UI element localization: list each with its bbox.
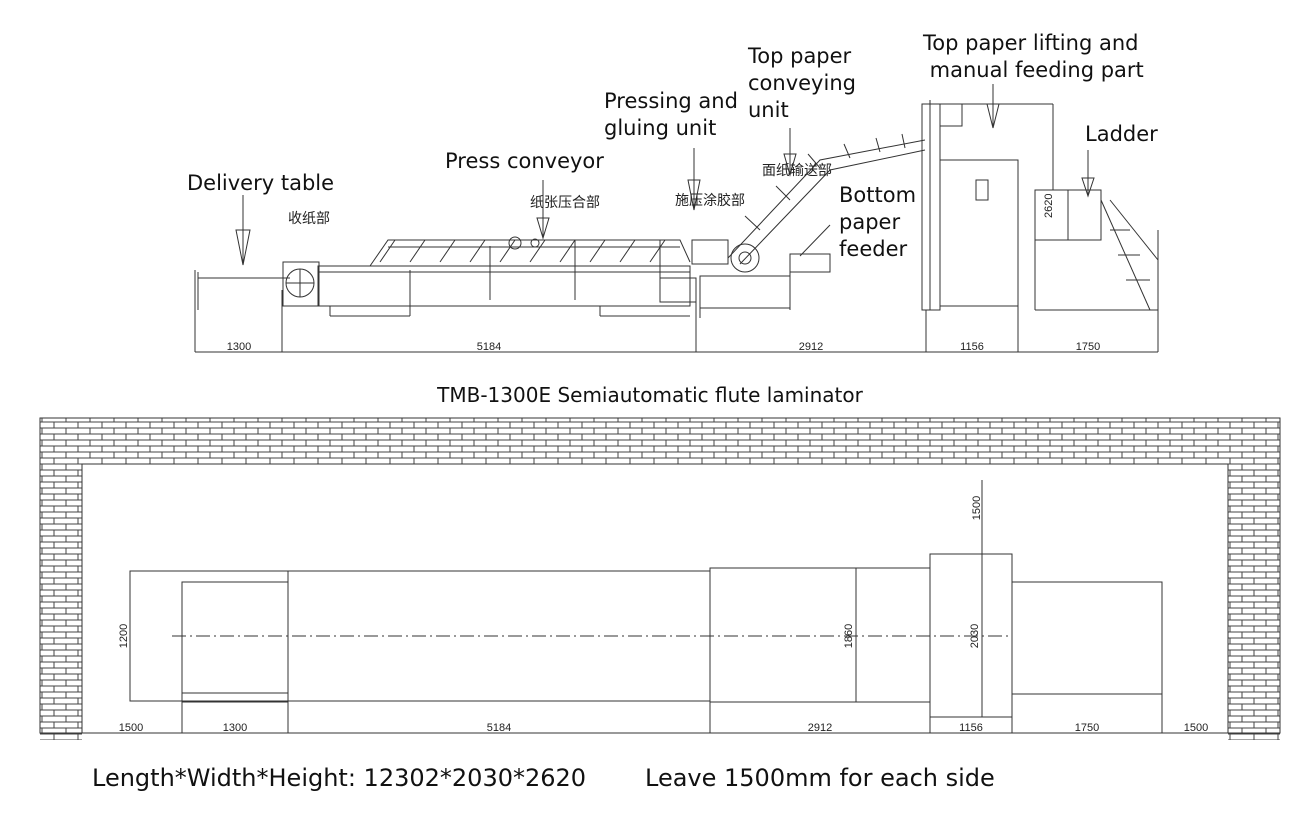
plan-dim-label: 2912 xyxy=(808,722,832,734)
side-height-label: 2620 xyxy=(1043,194,1055,218)
ladder-label: Ladder xyxy=(1085,122,1158,146)
plan-dim-label: 1500 xyxy=(1184,722,1208,734)
plan-dim-label: 1750 xyxy=(1075,722,1099,734)
plan-vdim-label: 2030 xyxy=(969,624,981,648)
top-paper-lifting-label: Top paper lifting and manual feeding par… xyxy=(923,31,1144,82)
top-paper-conveying-label: Top paper conveying unit xyxy=(748,44,856,122)
diagram-title: TMB-1300E Semiautomatic flute laminator xyxy=(437,383,863,407)
bottom-paper-feeder-label: Bottom paper feeder xyxy=(839,183,917,261)
plan-dim-label: 1156 xyxy=(959,722,983,734)
pressing-gluing-label: Pressing and gluing unit xyxy=(604,89,738,140)
side-view-elevation: 1300 5184 2912 1156 1750 2620 xyxy=(194,84,1159,353)
plan-dim-label: 5184 xyxy=(487,722,511,734)
plan-dim-label: 1500 xyxy=(119,722,143,734)
press-cn-label: 纸张压合部 xyxy=(530,195,600,211)
side-dim-label: 1750 xyxy=(1076,341,1100,353)
plan-vdim-label: 1860 xyxy=(843,624,855,648)
plan-vdim-label: 1500 xyxy=(971,496,983,520)
side-dim-label: 1300 xyxy=(227,341,251,353)
press-conveyor-label: Press conveyor xyxy=(445,149,604,173)
plan-vdim-label: 1200 xyxy=(118,624,130,648)
plan-view: 1500 1300 5184 2912 1156 1750 1500 1200 1860 203… xyxy=(39,417,1281,740)
glue-cn-label: 施压涂胶部 xyxy=(675,193,745,209)
top-cn-label: 面纸输送部 xyxy=(762,163,832,179)
side-dim-label: 5184 xyxy=(477,341,501,353)
side-dim-label: 2912 xyxy=(799,341,823,353)
delivery-table-label: Delivery table xyxy=(187,171,335,195)
clearance-text: Leave 1500mm for each side xyxy=(645,764,995,792)
side-dim-label: 1156 xyxy=(960,341,984,353)
plan-dim-label: 1300 xyxy=(223,722,247,734)
brick-wall xyxy=(40,418,1280,740)
overall-size-text: Length*Width*Height: 12302*2030*2620 xyxy=(92,764,587,792)
delivery-cn-label: 收纸部 xyxy=(288,211,330,227)
